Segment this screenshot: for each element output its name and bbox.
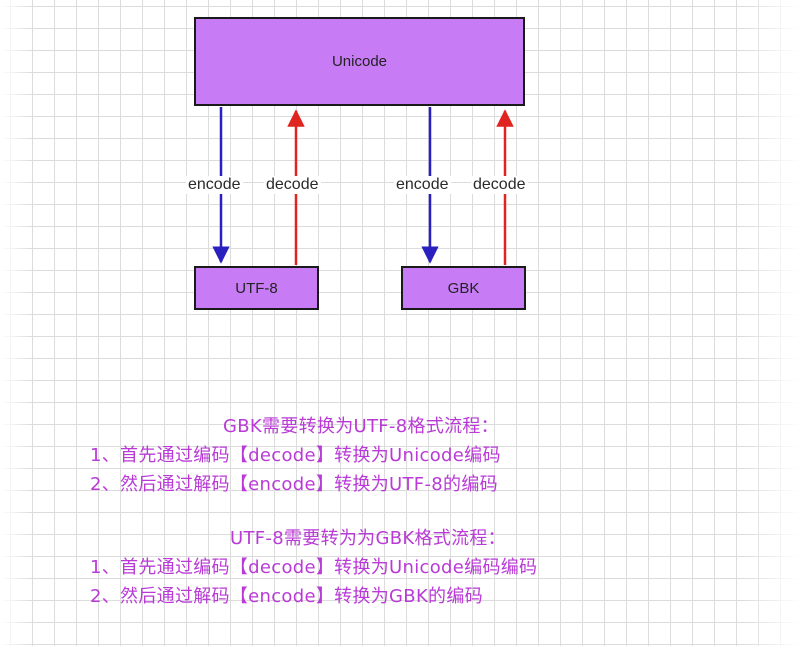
decode-label-right: decode <box>471 176 528 194</box>
utf8-to-gbk-step-2: 2、然后通过解码【encode】转换为GBK的编码 <box>90 586 483 607</box>
utf8-box-label: UTF-8 <box>235 279 278 297</box>
utf8-to-gbk-step-1: 1、首先通过编码【decode】转换为Unicode编码编码 <box>90 557 538 578</box>
gbk-box-label: GBK <box>447 279 480 297</box>
unicode-box: Unicode <box>194 17 525 106</box>
decode-label-left: decode <box>264 176 321 194</box>
gbk-to-utf8-title: GBK需要转换为UTF-8格式流程： <box>223 416 499 437</box>
gbk-box: GBK <box>401 266 526 310</box>
encode-label-left: encode <box>186 176 243 194</box>
encode-label-right: encode <box>394 176 451 194</box>
utf8-to-gbk-title: UTF-8需要转为为GBK格式流程： <box>230 528 506 549</box>
gbk-to-utf8-step-2: 2、然后通过解码【encode】转换为UTF-8的编码 <box>90 474 498 495</box>
gbk-to-utf8-step-1: 1、首先通过编码【decode】转换为Unicode编码 <box>90 445 501 466</box>
unicode-box-label: Unicode <box>331 53 388 70</box>
utf8-box: UTF-8 <box>194 266 319 310</box>
